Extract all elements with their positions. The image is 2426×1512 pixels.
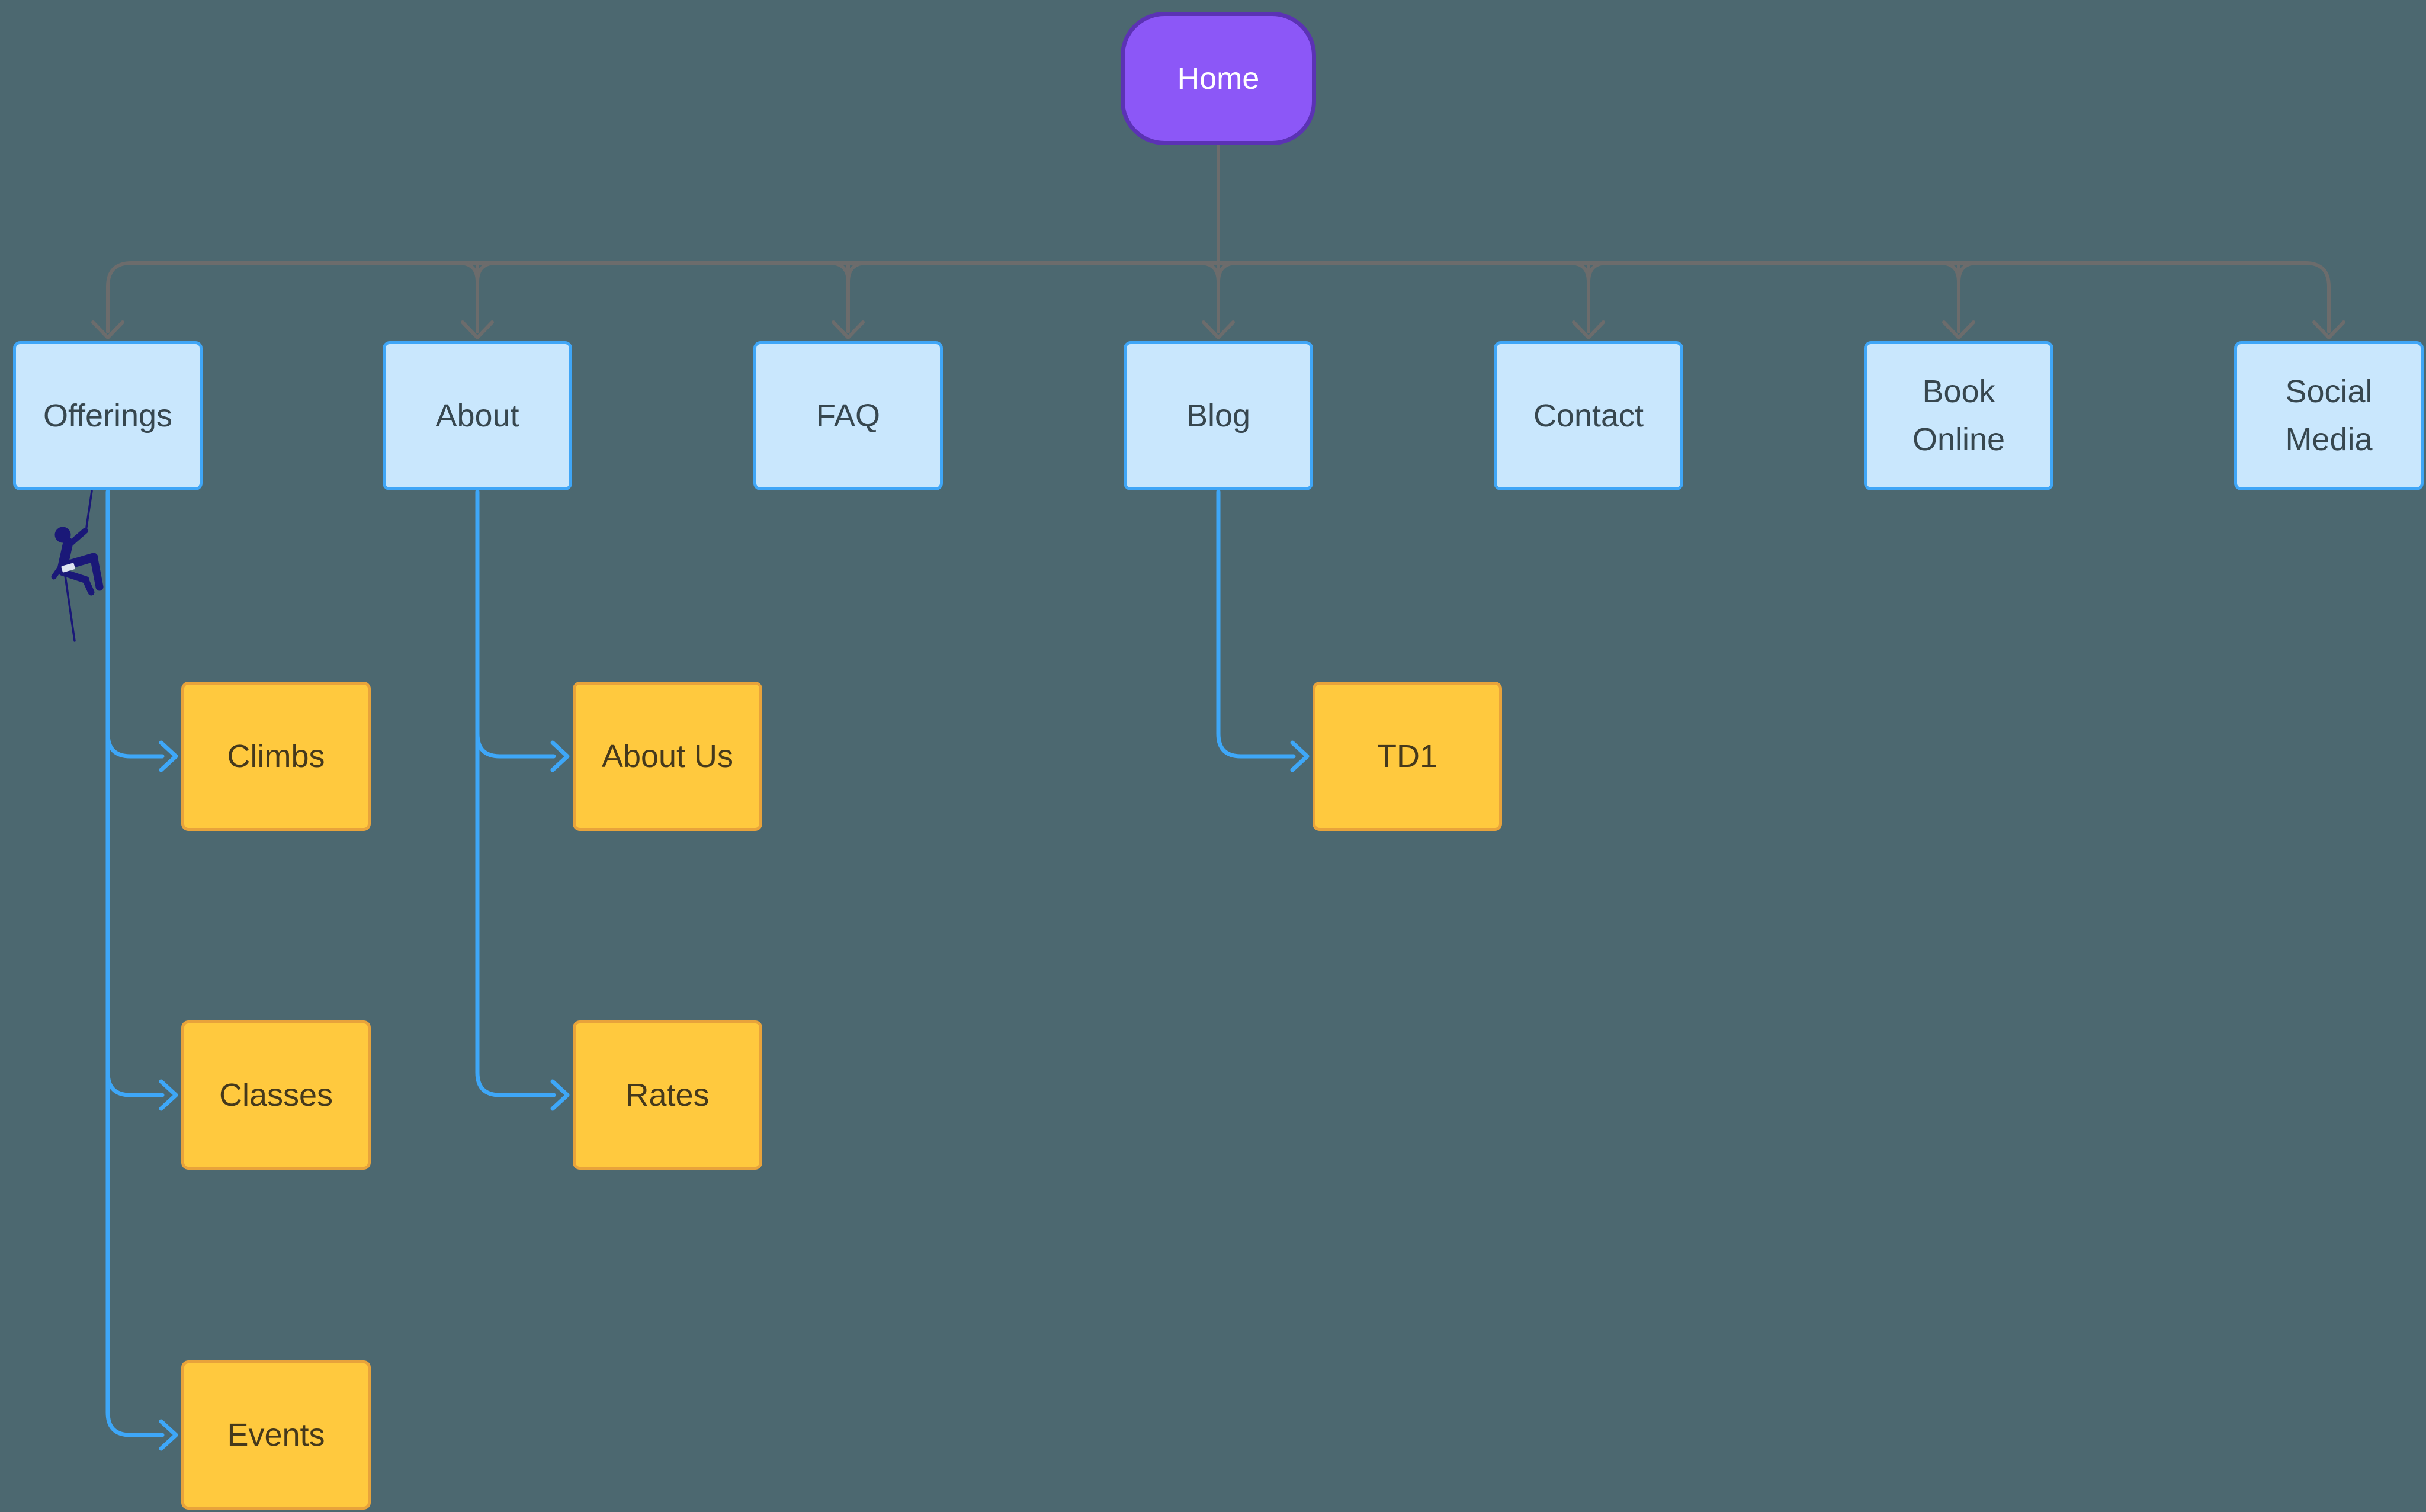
node-book-online[interactable]: Book Online — [1864, 341, 2053, 490]
arrowhead-blog — [1202, 320, 1235, 339]
arrowhead-rates — [550, 1079, 570, 1111]
node-about[interactable]: About — [383, 341, 572, 490]
climber-arm-up — [64, 528, 88, 550]
node-label: FAQ — [816, 397, 881, 434]
node-label: Contact — [1533, 397, 1644, 434]
about-branch-main — [475, 489, 556, 1097]
node-label: Social Media — [2285, 374, 2373, 457]
climber-head — [54, 527, 71, 543]
offerings-branch-climbs — [105, 731, 165, 759]
node-classes[interactable]: Classes — [181, 1020, 371, 1170]
arrowhead-events — [159, 1419, 178, 1451]
blue-connectors — [105, 489, 1310, 1451]
offerings-branch-main — [105, 489, 165, 1437]
node-label: Events — [227, 1417, 325, 1453]
climber-icon — [51, 490, 104, 642]
node-climbs[interactable]: Climbs — [181, 682, 371, 831]
node-td1[interactable]: TD1 — [1313, 682, 1502, 831]
node-events[interactable]: Events — [181, 1360, 371, 1510]
node-label: Book Online — [1912, 374, 2005, 457]
node-blog[interactable]: Blog — [1124, 341, 1313, 490]
offerings-branch-classes — [105, 1070, 165, 1097]
node-label: About — [435, 397, 519, 434]
node-label: Blog — [1186, 397, 1251, 434]
node-home[interactable]: Home — [1121, 12, 1316, 145]
climber-rope-upper — [85, 490, 93, 528]
node-rates[interactable]: Rates — [573, 1020, 762, 1170]
junction-fillets — [457, 261, 1979, 284]
climber-rope-lower — [63, 570, 76, 642]
arrowhead-book-online — [1942, 320, 1975, 339]
arrowhead-td1 — [1290, 740, 1310, 772]
arrowhead-about-us — [550, 740, 570, 772]
arrowhead-contact — [1572, 320, 1605, 339]
arrowhead-about — [461, 320, 494, 339]
about-branch-about-us — [475, 731, 556, 759]
node-social-media[interactable]: Social Media — [2234, 341, 2424, 490]
gray-connectors — [91, 144, 2345, 339]
arrowhead-offerings — [91, 320, 124, 339]
node-label: TD1 — [1376, 738, 1437, 774]
node-contact[interactable]: Contact — [1494, 341, 1683, 490]
node-label: Offerings — [43, 397, 173, 434]
node-offerings[interactable]: Offerings — [13, 341, 203, 490]
climber-harness — [61, 563, 75, 573]
climber-shin-front — [90, 555, 104, 591]
node-label: About Us — [601, 738, 734, 774]
node-label: Climbs — [227, 738, 325, 774]
blog-branch-main — [1216, 489, 1296, 759]
arrowhead-faq — [832, 320, 865, 339]
arrowhead-classes — [159, 1079, 178, 1111]
node-label: Home — [1177, 61, 1260, 96]
node-faq[interactable]: FAQ — [753, 341, 943, 490]
climber-thigh-back — [59, 569, 89, 583]
node-label: Rates — [625, 1077, 710, 1113]
arrowhead-climbs — [159, 740, 178, 772]
climber-shin-back — [82, 577, 95, 596]
node-about-us[interactable]: About Us — [573, 682, 762, 831]
arrowhead-social-media — [2312, 320, 2345, 339]
node-label: Classes — [219, 1077, 333, 1113]
